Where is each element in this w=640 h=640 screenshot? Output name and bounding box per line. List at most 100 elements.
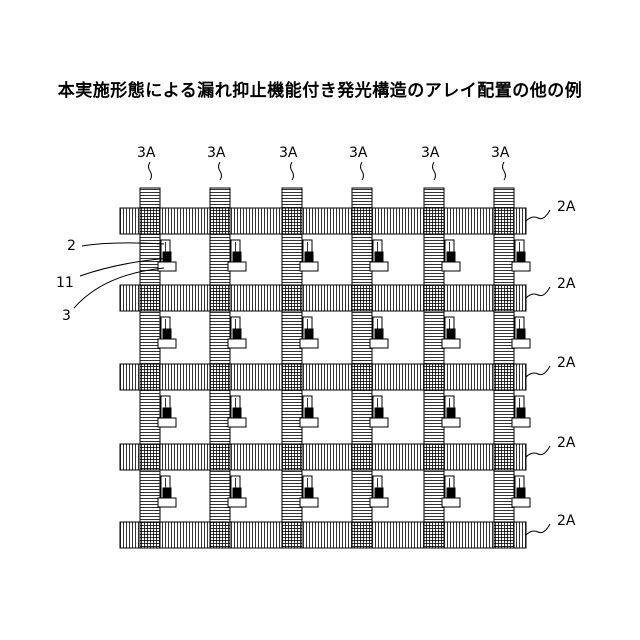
row-label-2A: 2A xyxy=(557,199,576,215)
pixel-cell xyxy=(158,317,176,348)
column-label-leader xyxy=(433,162,436,180)
tab-3 xyxy=(512,262,530,271)
row-line-2A xyxy=(120,444,526,470)
tab-3 xyxy=(228,262,246,271)
pixel-cell xyxy=(512,476,530,507)
pixel-cell xyxy=(512,317,530,348)
row-label-leader xyxy=(526,446,550,457)
dark-block-11 xyxy=(305,329,313,339)
tab-3 xyxy=(300,339,318,348)
pixel-cell xyxy=(228,476,246,507)
column-label-leader xyxy=(219,162,222,180)
dark-block-11 xyxy=(517,329,525,339)
row-label-leader xyxy=(526,366,550,377)
dark-block-11 xyxy=(375,329,383,339)
tab-3 xyxy=(300,262,318,271)
column-label-3A: 3A xyxy=(137,145,156,161)
dark-block-11 xyxy=(163,329,171,339)
row-line-2A xyxy=(120,285,526,311)
dark-block-11 xyxy=(375,408,383,418)
column-label-3A: 3A xyxy=(279,145,298,161)
tab-3 xyxy=(370,339,388,348)
pixel-cell xyxy=(228,317,246,348)
tab-3 xyxy=(158,339,176,348)
pixel-cell xyxy=(512,240,530,271)
tab-3 xyxy=(512,418,530,427)
dark-block-11 xyxy=(163,408,171,418)
tab-3 xyxy=(370,498,388,507)
column-label-3A: 3A xyxy=(491,145,510,161)
dark-block-11 xyxy=(517,408,525,418)
dark-block-11 xyxy=(517,252,525,262)
dark-block-11 xyxy=(163,252,171,262)
tab-3 xyxy=(228,498,246,507)
column-label-leader xyxy=(503,162,506,180)
pixel-cell xyxy=(370,396,388,427)
dark-block-11 xyxy=(517,488,525,498)
dark-block-11 xyxy=(233,329,241,339)
pixel-cell xyxy=(228,396,246,427)
row-lines-group xyxy=(120,208,526,548)
tab-3 xyxy=(370,262,388,271)
dark-block-11 xyxy=(447,252,455,262)
pixel-cell xyxy=(300,476,318,507)
column-label-leader xyxy=(361,162,364,180)
callout-label-3: 3 xyxy=(62,308,71,324)
dark-block-11 xyxy=(305,488,313,498)
dark-block-11 xyxy=(305,252,313,262)
column-label-leader xyxy=(149,162,152,180)
pixel-cell xyxy=(370,476,388,507)
dark-block-11 xyxy=(375,488,383,498)
pixel-cell xyxy=(370,317,388,348)
tab-3 xyxy=(512,498,530,507)
tab-3 xyxy=(228,418,246,427)
pixel-cell xyxy=(442,317,460,348)
dark-block-11 xyxy=(233,408,241,418)
tab-3 xyxy=(300,498,318,507)
pixel-cell xyxy=(512,396,530,427)
dark-block-11 xyxy=(233,252,241,262)
column-label-3A: 3A xyxy=(349,145,368,161)
dark-block-11 xyxy=(163,488,171,498)
row-label-2A: 2A xyxy=(557,355,576,371)
row-label-2A: 2A xyxy=(557,513,576,529)
pixel-cell xyxy=(300,396,318,427)
row-label-leader xyxy=(526,287,550,298)
pixel-cell xyxy=(158,476,176,507)
dark-block-11 xyxy=(375,252,383,262)
tab-3 xyxy=(228,339,246,348)
row-label-2A: 2A xyxy=(557,276,576,292)
column-label-3A: 3A xyxy=(421,145,440,161)
tab-3 xyxy=(158,498,176,507)
pixel-cell xyxy=(370,240,388,271)
row-label-leader xyxy=(526,210,550,221)
tab-3 xyxy=(370,418,388,427)
pixel-cell xyxy=(158,396,176,427)
tab-3 xyxy=(512,339,530,348)
dark-block-11 xyxy=(305,408,313,418)
pixel-cell xyxy=(158,240,176,271)
tab-3 xyxy=(158,418,176,427)
row-label-2A: 2A xyxy=(557,435,576,451)
tab-3 xyxy=(442,339,460,348)
dark-block-11 xyxy=(447,408,455,418)
pixel-cell xyxy=(442,240,460,271)
pixel-cell xyxy=(442,476,460,507)
row-line-2A xyxy=(120,522,526,548)
callout-label-11: 11 xyxy=(56,275,74,291)
row-line-2A xyxy=(120,364,526,390)
pixel-cell xyxy=(228,240,246,271)
dark-block-11 xyxy=(233,488,241,498)
row-label-leader xyxy=(526,524,550,535)
tab-3 xyxy=(442,418,460,427)
dark-block-11 xyxy=(447,329,455,339)
pixel-cell xyxy=(442,396,460,427)
column-label-3A: 3A xyxy=(207,145,226,161)
tab-3 xyxy=(442,262,460,271)
tab-3 xyxy=(442,498,460,507)
callout-label-2: 2 xyxy=(67,238,76,254)
dark-block-11 xyxy=(447,488,455,498)
row-line-2A xyxy=(120,208,526,234)
pixel-cell xyxy=(300,317,318,348)
